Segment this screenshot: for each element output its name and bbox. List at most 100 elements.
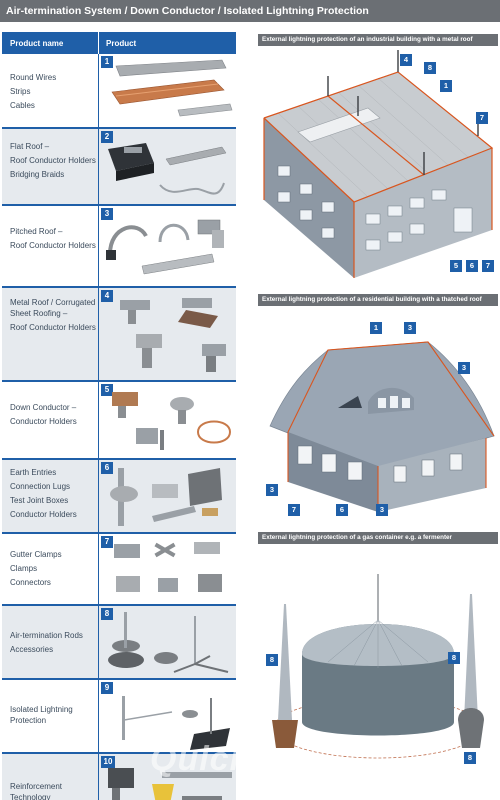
product-names: Reinforcement Technology	[10, 781, 96, 800]
product-names: Air-termination Rods Accessories	[10, 630, 96, 658]
callout-marker: 1	[440, 80, 452, 92]
row-divider	[98, 680, 99, 752]
table-row: Gutter Clamps Clamps Connectors 7	[2, 534, 236, 606]
column-header-product: Product	[106, 39, 137, 48]
row-number: 5	[101, 384, 113, 396]
product-name: Connection Lugs	[10, 482, 71, 491]
reinforcement-technology-image	[108, 768, 232, 800]
table-row: Reinforcement Technology 10	[2, 754, 236, 800]
page-title-bar: Air-termination System / Down Conductor …	[0, 0, 500, 22]
row-number: 1	[101, 56, 113, 68]
row-divider	[98, 534, 99, 604]
product-names: Gutter Clamps Clamps Connectors	[10, 549, 96, 591]
row-number: 2	[101, 131, 113, 143]
callout-marker: 8	[424, 62, 436, 74]
table-row: Metal Roof / Corrugated Sheet Roofing – …	[2, 288, 236, 382]
metal-roof-holders-image	[120, 298, 226, 372]
product-name: Strips	[10, 87, 31, 96]
callout-marker: 3	[458, 362, 470, 374]
product-name: Roof Conductor Holders	[10, 241, 96, 250]
product-name: Earth Entries	[10, 468, 57, 477]
product-names: Round Wires Strips Cables	[10, 72, 96, 114]
industrial-building-illustration	[263, 50, 494, 278]
product-name: Connectors	[10, 578, 51, 587]
row-divider	[98, 206, 99, 286]
callout-marker: 7	[288, 504, 300, 516]
isolated-lightning-protection-image	[122, 696, 230, 750]
callout-marker: 8	[464, 752, 476, 764]
row-number: 10	[101, 756, 115, 768]
flat-roof-holders-image	[108, 143, 227, 195]
product-name: Metal Roof / Corrugated Sheet Roofing –	[10, 298, 96, 318]
page-title: Air-termination System / Down Conductor …	[6, 5, 369, 17]
callout-marker: 4	[400, 54, 412, 66]
product-names: Earth Entries Connection Lugs Test Joint…	[10, 467, 96, 523]
panel-title: External lightning protection of a gas c…	[258, 532, 498, 544]
table-row: Isolated Lightning Protection 9	[2, 680, 236, 754]
product-name: Isolated Lightning Protection	[10, 705, 73, 725]
product-name: Accessories	[10, 645, 54, 654]
table-row: Air-termination Rods Accessories 8	[2, 606, 236, 680]
product-name: Test Joint Boxes	[10, 496, 69, 505]
watermark-text: Quick	[150, 740, 250, 778]
row-number: 3	[101, 208, 113, 220]
row-divider	[98, 606, 99, 678]
product-names: Metal Roof / Corrugated Sheet Roofing – …	[10, 297, 96, 336]
column-header-product-name: Product name	[10, 39, 64, 48]
row-number: 6	[101, 462, 113, 474]
product-names: Isolated Lightning Protection	[10, 704, 96, 729]
product-name: Round Wires	[10, 73, 57, 82]
panel-industrial-building: External lightning protection of an indu…	[258, 34, 498, 292]
gutter-clamps-image	[114, 542, 222, 592]
callout-marker: 8	[266, 654, 278, 666]
product-name: Air-termination Rods	[10, 631, 83, 640]
row-divider	[98, 382, 99, 458]
callout-marker: 6	[336, 504, 348, 516]
row-number: 4	[101, 290, 113, 302]
earth-entries-lugs-image	[110, 468, 222, 526]
callout-marker: 3	[376, 504, 388, 516]
product-name: Roof Conductor Holders	[10, 156, 96, 165]
table-row: Round Wires Strips Cables 1	[2, 54, 236, 129]
product-names: Pitched Roof – Roof Conductor Holders	[10, 226, 96, 254]
callout-marker: 5	[450, 260, 462, 272]
gas-container-illustration	[272, 574, 484, 759]
product-name: Conductor Holders	[10, 510, 77, 519]
callout-marker: 8	[448, 652, 460, 664]
product-name: Roof Conductor Holders	[10, 323, 96, 332]
product-names: Flat Roof – Roof Conductor Holders Bridg…	[10, 141, 96, 183]
row-number: 7	[101, 536, 113, 548]
row-divider	[98, 288, 99, 380]
panel-gas-container: External lightning protection of a gas c…	[258, 532, 498, 772]
callout-marker: 1	[370, 322, 382, 334]
panel-title: External lightning protection of an indu…	[258, 34, 498, 46]
round-wire-strip-cable-image	[111, 59, 233, 117]
callout-marker: 3	[404, 322, 416, 334]
table-row: Earth Entries Connection Lugs Test Joint…	[2, 460, 236, 534]
callout-marker: 7	[482, 260, 494, 272]
product-name: Flat Roof –	[10, 142, 50, 151]
table-row: Pitched Roof – Roof Conductor Holders 3	[2, 206, 236, 288]
row-number: 8	[101, 608, 113, 620]
product-name: Conductor Holders	[10, 417, 77, 426]
row-divider	[98, 54, 99, 127]
residential-building-illustration	[269, 341, 495, 512]
row-number: 9	[101, 682, 113, 694]
table-row: Down Conductor – Conductor Holders 5	[2, 382, 236, 460]
product-name: Cables	[10, 101, 35, 110]
table-row: Flat Roof – Roof Conductor Holders Bridg…	[2, 129, 236, 206]
callout-marker: 6	[466, 260, 478, 272]
panel-title: External lightning protection of a resid…	[258, 294, 498, 306]
product-name: Bridging Braids	[10, 170, 65, 179]
panel-residential-building: External lightning protection of a resid…	[258, 294, 498, 530]
product-name: Reinforcement Technology	[10, 782, 63, 800]
air-termination-rods-image	[108, 612, 229, 673]
callout-marker: 7	[476, 112, 488, 124]
down-conductor-holders-image	[112, 392, 232, 450]
pitched-roof-holders-image	[106, 219, 224, 275]
row-divider	[98, 754, 99, 800]
product-name: Clamps	[10, 564, 38, 573]
product-names: Down Conductor – Conductor Holders	[10, 402, 96, 430]
product-name: Down Conductor –	[10, 403, 77, 412]
product-name: Pitched Roof –	[10, 227, 63, 236]
